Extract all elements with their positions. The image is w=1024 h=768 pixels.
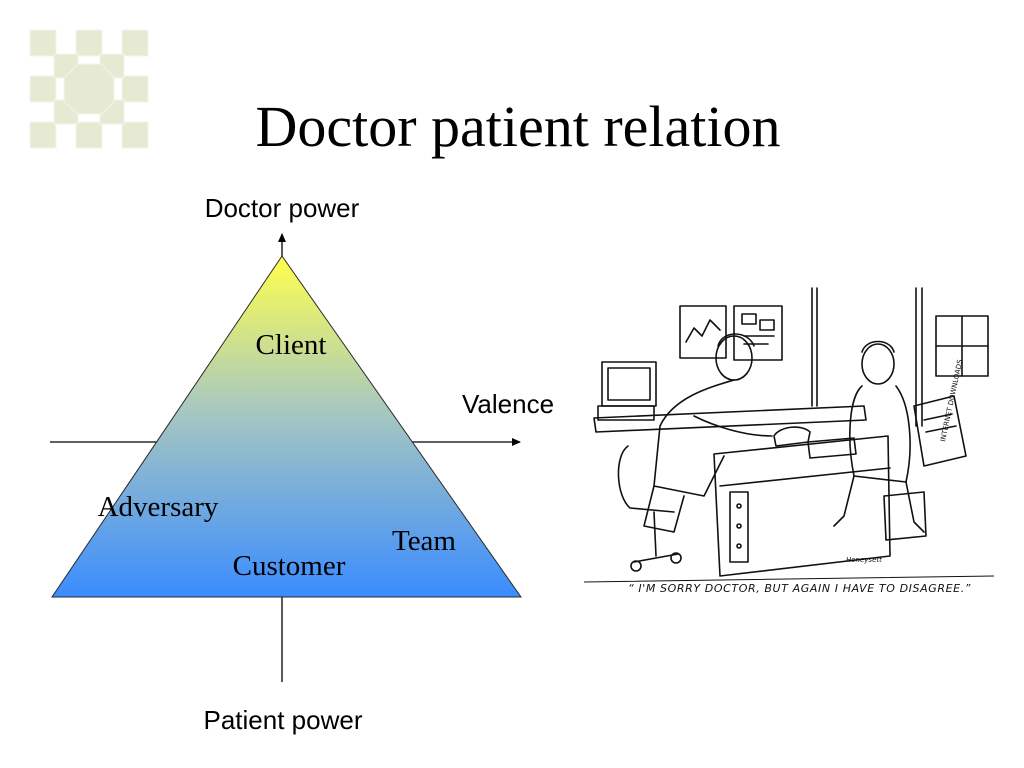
- zone-label-adversary: Adversary: [98, 491, 219, 523]
- axis-label-patient-power: Patient power: [204, 705, 363, 735]
- zone-label-team: Team: [392, 525, 456, 557]
- zone-label-customer: Customer: [233, 550, 346, 582]
- power-triangle: [51, 255, 522, 598]
- decorative-grid-icon: [29, 29, 149, 149]
- axis-label-valence: Valence: [462, 389, 554, 419]
- doctor-patient-cartoon: INTERNET DOWNLOADS Honeysett: [584, 287, 994, 583]
- cartoon-caption: “ I'M SORRY DOCTOR, BUT AGAIN I HAVE TO …: [628, 582, 972, 595]
- zone-label-client: Client: [256, 329, 327, 361]
- axis-label-doctor-power: Doctor power: [205, 193, 360, 223]
- slide-title: Doctor patient relation: [255, 94, 781, 159]
- cartoon-signature: Honeysett: [846, 556, 882, 564]
